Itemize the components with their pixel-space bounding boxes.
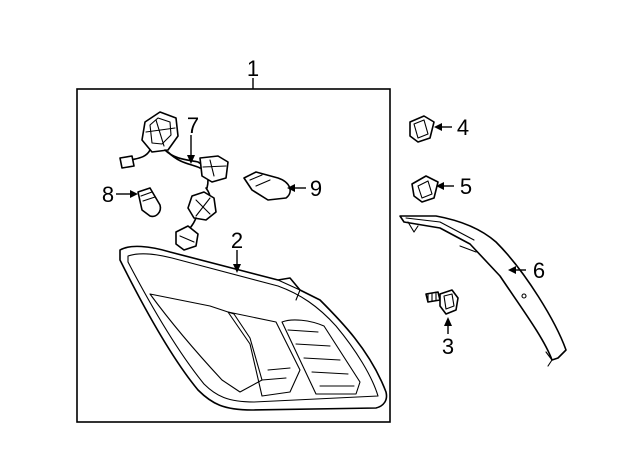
trim-molding-6: [399, 215, 567, 367]
callout-7: 7: [187, 113, 199, 138]
callout-5: 5: [460, 174, 472, 199]
clip-5: [411, 175, 439, 203]
bulb-9: [243, 171, 291, 201]
callout-1: 1: [247, 56, 259, 81]
assembly-box: [76, 78, 391, 423]
callout-6: 6: [533, 258, 545, 283]
bolt-3: [425, 289, 459, 315]
wiring-harness: [119, 111, 229, 251]
tail-lamp-housing: [119, 245, 388, 411]
callout-4: 4: [457, 115, 469, 140]
callout-2: 2: [231, 228, 243, 253]
clip-4: [409, 115, 435, 143]
callout-9: 9: [310, 176, 322, 201]
bulb-8: [137, 187, 162, 218]
callout-3: 3: [442, 334, 454, 359]
callout-8: 8: [102, 182, 114, 207]
